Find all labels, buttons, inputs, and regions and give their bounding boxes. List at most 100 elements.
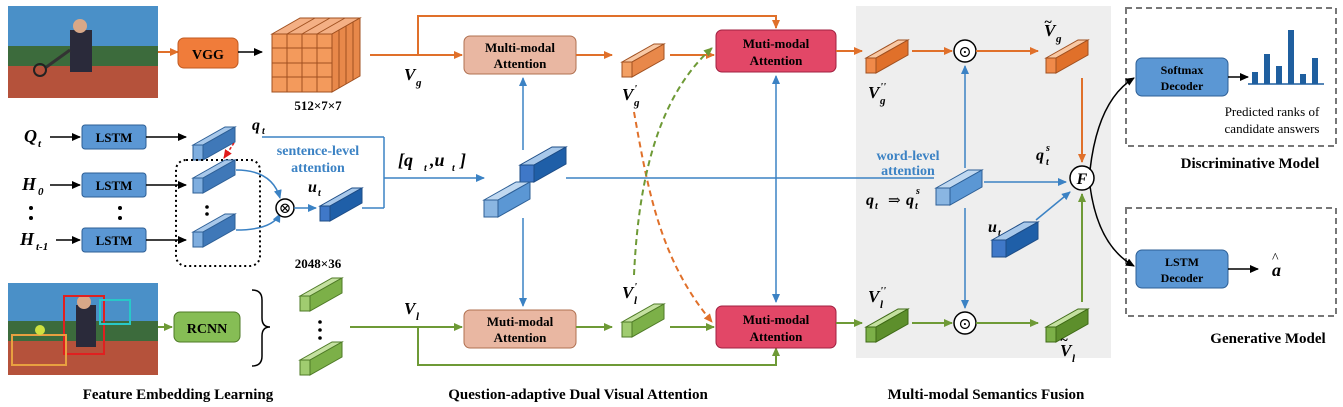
svg-text:'': '' bbox=[880, 81, 886, 93]
ht1-row: H t-1 LSTM bbox=[19, 227, 187, 253]
svg-text:s: s bbox=[915, 186, 920, 197]
map-label: q bbox=[866, 192, 874, 209]
svg-text:g: g bbox=[879, 95, 886, 107]
svg-text:g: g bbox=[415, 77, 422, 89]
svg-text:l: l bbox=[1072, 353, 1076, 365]
svg-text:t: t bbox=[875, 201, 879, 212]
history-group bbox=[175, 159, 261, 267]
ranks-label-2: candidate answers bbox=[1225, 121, 1320, 136]
vl2-label: V bbox=[868, 287, 881, 306]
svg-text:F: F bbox=[1076, 171, 1088, 188]
vl2-block bbox=[864, 308, 910, 343]
h0-row: H 0 LSTM bbox=[21, 172, 187, 198]
tennis-image-bottom bbox=[8, 283, 158, 375]
vg-label: V bbox=[404, 65, 417, 84]
ut-fusion-block bbox=[990, 221, 1040, 258]
svg-text:⇒: ⇒ bbox=[888, 193, 901, 209]
discriminative-title: Discriminative Model bbox=[1181, 156, 1320, 172]
ranks-bar-chart bbox=[1248, 30, 1324, 85]
ut-label: u bbox=[308, 179, 317, 196]
vgg-label: VGG bbox=[192, 48, 224, 63]
svg-text:⊙: ⊙ bbox=[958, 316, 971, 333]
svg-text:t: t bbox=[1046, 157, 1050, 168]
vl1-label: V bbox=[622, 283, 635, 302]
svg-text:Muti-modal: Muti-modal bbox=[487, 314, 554, 329]
svg-text:Decoder: Decoder bbox=[1161, 79, 1204, 93]
vl-tilde-label: V bbox=[1060, 341, 1073, 360]
h-block-1 bbox=[191, 159, 237, 194]
svg-text:,u: ,u bbox=[429, 150, 445, 170]
svg-text:Softmax: Softmax bbox=[1161, 63, 1204, 77]
section-feature-embedding: Feature Embedding Learning bbox=[83, 387, 274, 403]
ut-block bbox=[318, 187, 364, 222]
svg-text:Attention: Attention bbox=[494, 56, 547, 71]
qts-label: q bbox=[1036, 147, 1044, 164]
svg-text:0: 0 bbox=[38, 186, 44, 198]
discriminative-panel bbox=[1125, 7, 1337, 147]
svg-text:t-1: t-1 bbox=[36, 241, 48, 253]
vg1-label: V bbox=[622, 85, 635, 104]
tennis-image-top bbox=[8, 6, 158, 98]
svg-text:Decoder: Decoder bbox=[1161, 271, 1204, 285]
svg-text:Attention: Attention bbox=[494, 330, 547, 345]
svg-text:t: t bbox=[318, 188, 322, 199]
vl-tilde-block bbox=[1044, 308, 1090, 343]
svg-text:t: t bbox=[262, 126, 266, 137]
vl-label: V bbox=[404, 299, 417, 318]
vgg-feature-cube bbox=[270, 17, 362, 93]
svg-text:RCNN: RCNN bbox=[187, 322, 227, 337]
sentence-attention-label-1: sentence-level bbox=[277, 144, 360, 159]
generative-title: Generative Model bbox=[1210, 331, 1325, 347]
svg-text:~: ~ bbox=[1060, 333, 1068, 348]
sentence-attention-label-2: attention bbox=[291, 161, 345, 176]
svg-text:^: ^ bbox=[1272, 251, 1279, 266]
svg-text:l: l bbox=[634, 295, 638, 307]
vl1-block bbox=[620, 303, 666, 338]
svg-text:Muti-modal: Muti-modal bbox=[743, 36, 810, 51]
svg-text:q: q bbox=[906, 192, 914, 209]
svg-text:l: l bbox=[416, 311, 420, 323]
svg-text:t: t bbox=[452, 163, 456, 174]
svg-text:t: t bbox=[38, 138, 42, 150]
svg-text:Attention: Attention bbox=[750, 329, 803, 344]
qtut-block-lower bbox=[482, 181, 532, 218]
svg-text:': ' bbox=[634, 83, 637, 95]
svg-text:'': '' bbox=[880, 285, 886, 297]
word-attention-label-2: attention bbox=[881, 164, 935, 179]
qt-label: q bbox=[252, 117, 260, 134]
rcnn-block-2 bbox=[298, 341, 344, 376]
rcnn-brace bbox=[251, 289, 271, 367]
muti-modal-attention-bottom-left bbox=[463, 309, 577, 349]
svg-text:H: H bbox=[21, 174, 37, 194]
h-block-2 bbox=[191, 213, 237, 248]
svg-text:⊗: ⊗ bbox=[279, 201, 292, 217]
red-dashed-arrow bbox=[223, 142, 235, 159]
qtut-label: [q bbox=[398, 150, 413, 170]
svg-text:g: g bbox=[633, 97, 640, 109]
svg-text:g: g bbox=[1055, 33, 1062, 45]
svg-text:]: ] bbox=[459, 150, 466, 170]
vg-tilde-label: V bbox=[1044, 21, 1057, 40]
svg-text:t: t bbox=[915, 201, 919, 212]
svg-text:l: l bbox=[880, 299, 884, 311]
rcnn-block-1 bbox=[298, 277, 344, 312]
ut-fusion-label: u bbox=[988, 219, 997, 236]
svg-text:H: H bbox=[19, 229, 35, 249]
section-dual-attention: Question-adaptive Dual Visual Attention bbox=[448, 387, 708, 403]
section-fusion: Multi-modal Semantics Fusion bbox=[888, 387, 1085, 403]
vg1-block bbox=[620, 43, 666, 78]
fusion-node-f bbox=[1069, 165, 1095, 191]
q-row: Q t LSTM bbox=[24, 124, 187, 150]
orange-dashed-cross bbox=[633, 111, 713, 323]
svg-text:LSTM: LSTM bbox=[1165, 255, 1199, 269]
vgg-dims: 512×7×7 bbox=[294, 98, 342, 113]
rcnn-box bbox=[173, 311, 241, 343]
a-hat-label: a bbox=[1272, 260, 1281, 280]
svg-text:s: s bbox=[1045, 143, 1050, 154]
svg-text:Muti-modal: Muti-modal bbox=[743, 312, 810, 327]
qts-block bbox=[934, 169, 984, 206]
rcnn-dims: 2048×36 bbox=[295, 256, 342, 271]
qtut-block-upper bbox=[518, 146, 568, 183]
muti-modal-attention-bottom-right bbox=[715, 305, 837, 349]
